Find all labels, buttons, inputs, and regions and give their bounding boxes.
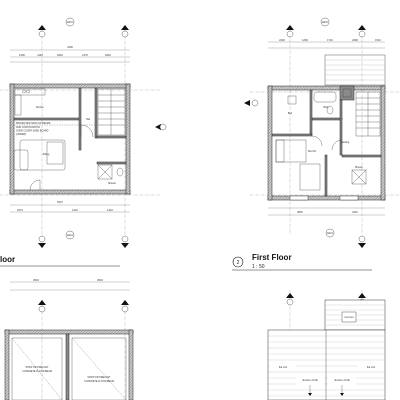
grid-bubble-bottom: E001 (65, 230, 75, 240)
svg-text:STRIP OR PRECAST: STRIP OR PRECAST (87, 376, 111, 379)
svg-text:CONCRETE FLOOR BEAM: CONCRETE FLOOR BEAM (22, 370, 52, 373)
first-floor-title: First Floor (252, 253, 292, 262)
svg-text:E001: E001 (67, 21, 73, 24)
svg-text:flat roof: flat roof (367, 366, 375, 369)
svg-text:1470: 1470 (82, 53, 88, 57)
grid-bubble-right-arrow (121, 300, 129, 313)
room-bed: Bed (288, 112, 293, 115)
svg-text:1810: 1810 (57, 53, 63, 57)
svg-text:2516: 2516 (33, 278, 39, 282)
svg-text:2440: 2440 (279, 38, 285, 42)
room-shower: Shower (355, 166, 363, 169)
grid-bubble-bottom-right (358, 235, 366, 248)
grid-bubble-bottom-left (38, 235, 46, 248)
svg-text:flat roof: flat roof (279, 366, 287, 369)
svg-text:direction of fall: direction of fall (334, 379, 350, 382)
room-bath: Bath (324, 106, 330, 109)
grid-bubble-top: E001 (320, 17, 330, 27)
svg-text:5347: 5347 (57, 200, 63, 204)
svg-text:2815: 2815 (297, 210, 303, 214)
room-bed-02: Bed 02 (308, 150, 316, 153)
grid-bubble-bottom: E001 (325, 228, 335, 238)
svg-text:2374: 2374 (17, 208, 23, 212)
staircase (355, 91, 381, 137)
grid-bubble-top: E001 (65, 17, 75, 27)
room-sitting: Sitting (43, 153, 50, 156)
room-kitchen: Kitchen (36, 106, 45, 109)
svg-text:2390: 2390 (352, 38, 358, 42)
svg-text:E001: E001 (322, 21, 328, 24)
ground-floor-plan: E001 E001 4166 1260 (0, 17, 167, 267)
svg-text:(UNDER): (UNDER) (16, 133, 26, 136)
grid-bubble-west (244, 99, 259, 107)
svg-text:E001: E001 (327, 232, 333, 235)
svg-text:1510: 1510 (375, 38, 381, 42)
svg-text:1260: 1260 (302, 38, 308, 42)
grid-bubble-bottom-right (121, 235, 129, 248)
first-floor-scale: 1 : 50 (252, 264, 265, 270)
room-hall: Hall (86, 118, 91, 121)
svg-text:1710: 1710 (327, 38, 333, 42)
room-landing: Landing (341, 141, 350, 144)
grid-bubble-left-arrow (286, 25, 294, 38)
grid-bubble-left-arrow (286, 293, 294, 306)
svg-text:2516: 2516 (97, 278, 103, 282)
grid-bubble-left-arrow (38, 25, 46, 38)
grid-bubble-right-arrow (121, 25, 129, 38)
svg-text:1140: 1140 (37, 53, 43, 57)
view-number: 2 (237, 260, 240, 266)
svg-text:direction of fall: direction of fall (302, 379, 318, 382)
foundation-plan: 2516 2516 STRIP OR PRECAST CONCRETE FLOO… (4, 278, 134, 400)
svg-text:roof over: roof over (344, 316, 354, 319)
grid-bubble-right-arrow (358, 25, 366, 38)
svg-text:3410: 3410 (352, 210, 358, 214)
grid-bubble-left-arrow (38, 300, 46, 313)
svg-text:E001: E001 (67, 234, 73, 237)
svg-text:AND CONTINUATION: AND CONTINUATION (16, 126, 40, 129)
grid-bubble-east (155, 123, 167, 131)
svg-text:PROJECTED SPAN OF BEAMS: PROJECTED SPAN OF BEAMS (16, 122, 51, 125)
svg-text:OVER COVER SHED BOARD: OVER COVER SHED BOARD (16, 130, 49, 133)
svg-text:CONCRETE FLOOR BEAM: CONCRETE FLOOR BEAM (84, 380, 114, 383)
first-floor-title-block: 2 First Floor 1 : 50 (232, 253, 372, 271)
svg-text:1260: 1260 (19, 53, 25, 57)
staircase (97, 88, 126, 136)
svg-text:STRIP OR PRECAST: STRIP OR PRECAST (25, 366, 49, 369)
ground-floor-title: loor (0, 255, 15, 264)
svg-text:1410: 1410 (72, 208, 78, 212)
svg-text:1810: 1810 (105, 53, 111, 57)
room-shower: Shower (108, 182, 116, 185)
dim-top-overall: 4166 (67, 45, 73, 49)
roof-plan: roof over flat roof direction of fall di… (267, 290, 386, 400)
svg-text:1410: 1410 (107, 208, 113, 212)
first-floor-plan: E001 E001 2440 1260 1710 2390 1510 (232, 17, 400, 271)
